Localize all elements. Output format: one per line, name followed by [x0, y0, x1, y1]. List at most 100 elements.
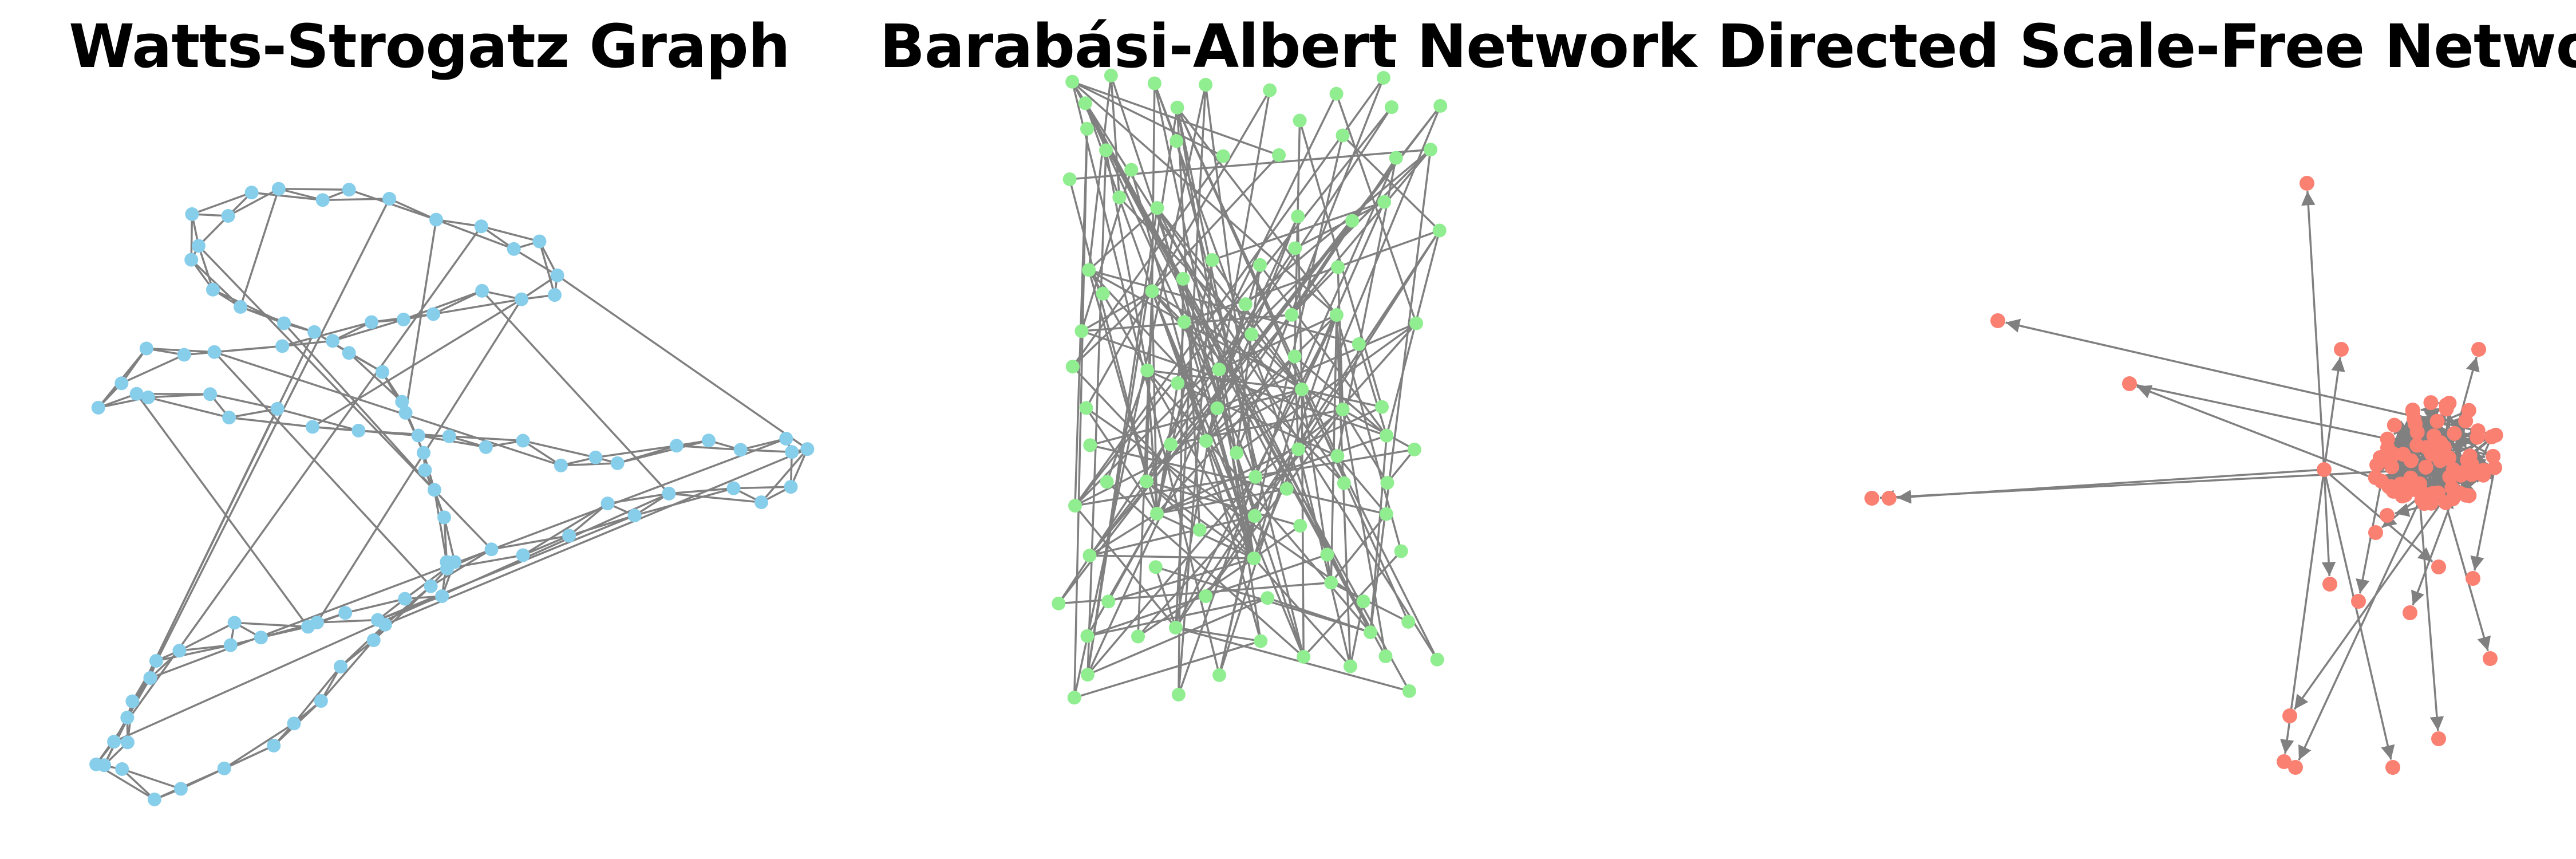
ba-node: [1065, 360, 1080, 374]
ws-edge: [384, 585, 432, 626]
ba-node: [1336, 128, 1350, 143]
ba-node: [1295, 383, 1309, 396]
ws-node: [191, 239, 206, 253]
ba-node: [1330, 449, 1345, 463]
ws-node: [669, 439, 683, 453]
ba-node: [1331, 260, 1345, 274]
ws-edge: [522, 440, 562, 467]
ba-node: [1096, 286, 1110, 301]
sf-node: [2351, 594, 2366, 609]
ba-node: [1082, 549, 1097, 563]
ws-node: [97, 758, 112, 773]
ws-node: [429, 212, 443, 227]
ba-node: [1170, 134, 1184, 148]
ba-edge: [1057, 105, 1441, 604]
ba-node: [1164, 438, 1178, 452]
ba-node: [1407, 442, 1421, 456]
ba-edge: [1218, 135, 1344, 676]
ba-edge: [1088, 269, 1218, 409]
ba-edge: [1301, 201, 1385, 390]
ba-node: [1230, 446, 1244, 460]
ba-node: [1139, 474, 1153, 488]
ws-edge: [443, 517, 456, 562]
ba-edge: [1342, 409, 1388, 484]
ws-node: [754, 495, 769, 510]
ba-node: [1329, 86, 1344, 101]
ba-edge: [1074, 505, 1177, 629]
ba-node: [1336, 403, 1350, 417]
sf-node: [2452, 486, 2468, 501]
ws-edge: [317, 618, 378, 624]
sf-node: [2334, 342, 2349, 357]
ba-node: [1079, 401, 1093, 415]
ba-node: [1402, 684, 1416, 698]
ws-node: [448, 555, 462, 569]
sf-node: [2462, 448, 2478, 464]
sf-edge: [1897, 468, 2325, 504]
sf-node: [2282, 708, 2297, 723]
ba-edge: [1145, 480, 1255, 559]
ba-edge: [1130, 170, 1262, 641]
ba-node: [1377, 195, 1392, 209]
ba-edge: [1175, 626, 1410, 692]
ba-edge: [1358, 344, 1388, 436]
ws-edge: [120, 348, 148, 384]
ws-edge: [224, 744, 274, 770]
ba-edge: [1302, 550, 1402, 658]
ba-edge: [1291, 266, 1339, 316]
sf-node: [2418, 459, 2433, 475]
ba-node: [1052, 596, 1066, 610]
ws-node: [588, 450, 603, 464]
ws-edge: [223, 722, 295, 770]
ba-node: [1081, 668, 1095, 682]
ws-edge: [433, 290, 483, 316]
ba-edge: [1342, 135, 1440, 231]
ws-edge: [191, 191, 252, 215]
ws-edge: [190, 214, 193, 260]
ws-edge: [556, 274, 808, 450]
panel-title-watts-strogatz: Watts-Strogatz Graph: [69, 11, 790, 81]
ws-edge: [148, 396, 230, 419]
ba-edge: [1294, 201, 1385, 250]
ba-node: [1337, 476, 1351, 490]
ba-node: [1199, 589, 1213, 603]
ba-edge: [1235, 77, 1385, 454]
ba-node: [1253, 258, 1267, 272]
ba-node: [1356, 594, 1370, 609]
ws-edge: [760, 448, 808, 503]
ba-edge: [1151, 154, 1280, 292]
ws-node: [270, 401, 285, 416]
ba-edge: [1183, 321, 1255, 559]
ba-edge: [1071, 81, 1220, 676]
ws-node: [149, 654, 163, 668]
ws-edge: [234, 621, 309, 628]
ba-node: [1171, 687, 1186, 702]
ba-node: [1378, 649, 1393, 663]
ws-edge: [403, 290, 483, 321]
ws-node: [91, 400, 105, 415]
ws-edge: [316, 298, 523, 623]
ba-node: [1379, 507, 1393, 521]
ws-node: [474, 219, 488, 234]
ws-node: [532, 234, 547, 249]
ba-edge: [1341, 409, 1387, 657]
ws-node: [507, 242, 521, 256]
ws-edge: [733, 486, 791, 490]
ba-edge: [1145, 480, 1200, 531]
ba-node: [1068, 499, 1082, 513]
ws-edge: [179, 621, 235, 652]
ba-node: [1176, 271, 1190, 286]
ba-edge: [1153, 82, 1178, 141]
ws-node: [177, 348, 191, 362]
ba-node: [1067, 691, 1081, 705]
ba-node: [1192, 523, 1207, 537]
ba-edge: [1084, 103, 1257, 478]
panel-title-directed-scale-free: Directed Scale-Free Network: [1717, 11, 2576, 81]
sf-node: [2317, 462, 2332, 477]
sf-node: [2447, 425, 2462, 441]
ba-edge: [1074, 77, 1385, 507]
ba-node: [1423, 143, 1437, 157]
ba-node: [1279, 482, 1294, 496]
ws-node: [437, 510, 452, 525]
sf-node: [2476, 463, 2491, 478]
